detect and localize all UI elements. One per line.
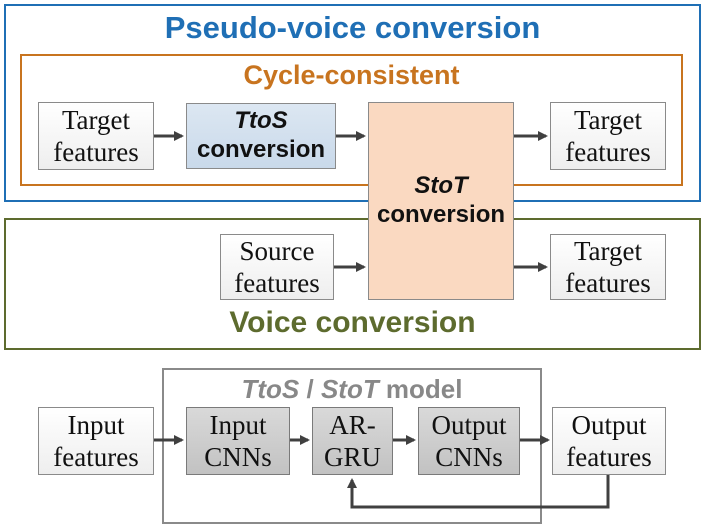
source-features-line2: features — [234, 268, 320, 298]
output-cnns-box: Output CNNs — [418, 407, 520, 475]
ar-gru-line2: GRU — [323, 442, 381, 472]
target-features-output-mid-line2: features — [565, 268, 651, 298]
target-features-input-line1: Target — [61, 104, 131, 135]
input-features-line2: features — [53, 442, 139, 472]
voice-conversion-title: Voice conversion — [229, 306, 476, 339]
stot-conversion-box: StoT conversion — [368, 102, 514, 300]
output-features-box: Output features — [552, 407, 666, 475]
model-title-sep: / — [299, 374, 321, 404]
output-cnns-line2: CNNs — [435, 442, 503, 472]
ar-gru-line1: AR- — [329, 409, 376, 440]
ttos-conversion-box: TtoS conversion — [186, 103, 336, 169]
target-features-output-top-line2: features — [565, 137, 651, 167]
input-cnns-box: Input CNNs — [186, 407, 290, 475]
input-features-box: Input features — [38, 407, 154, 475]
target-features-output-mid-box: Target features — [550, 234, 666, 300]
ttos-label: TtoS — [234, 107, 288, 135]
source-features-line1: Source — [239, 235, 315, 266]
ttos-conversion-label: conversion — [196, 136, 326, 163]
output-features-line2: features — [566, 442, 652, 472]
model-title-suffix: model — [378, 374, 463, 404]
input-cnns-line2: CNNs — [204, 442, 272, 472]
input-cnns-line1: Input — [209, 409, 267, 440]
input-features-line1: Input — [67, 409, 125, 440]
pseudo-voice-frame — [4, 4, 701, 202]
cycle-consistent-title: Cycle-consistent — [243, 60, 460, 90]
source-features-box: Source features — [220, 234, 334, 300]
target-features-output-top-box: Target features — [550, 102, 666, 170]
target-features-input-line2: features — [53, 137, 139, 167]
stot-label: StoT — [414, 172, 468, 200]
target-features-output-top-line1: Target — [573, 104, 643, 135]
model-title: TtoS / StoT model — [162, 374, 542, 405]
cycle-consistent-frame — [20, 54, 683, 186]
target-features-output-mid-line1: Target — [573, 235, 643, 266]
model-title-stot: StoT — [320, 374, 379, 404]
output-features-line1: Output — [571, 409, 647, 440]
ar-gru-box: AR- GRU — [312, 407, 393, 475]
model-frame — [162, 368, 542, 524]
output-cnns-line1: Output — [431, 409, 507, 440]
pseudo-voice-title: Pseudo-voice conversion — [164, 10, 541, 45]
arrow-feedback-loop — [347, 474, 610, 509]
target-features-input-box: Target features — [38, 102, 154, 170]
voice-conversion-frame — [4, 218, 701, 350]
model-title-ttos: TtoS — [241, 374, 300, 404]
stot-conversion-label: conversion — [376, 201, 506, 228]
